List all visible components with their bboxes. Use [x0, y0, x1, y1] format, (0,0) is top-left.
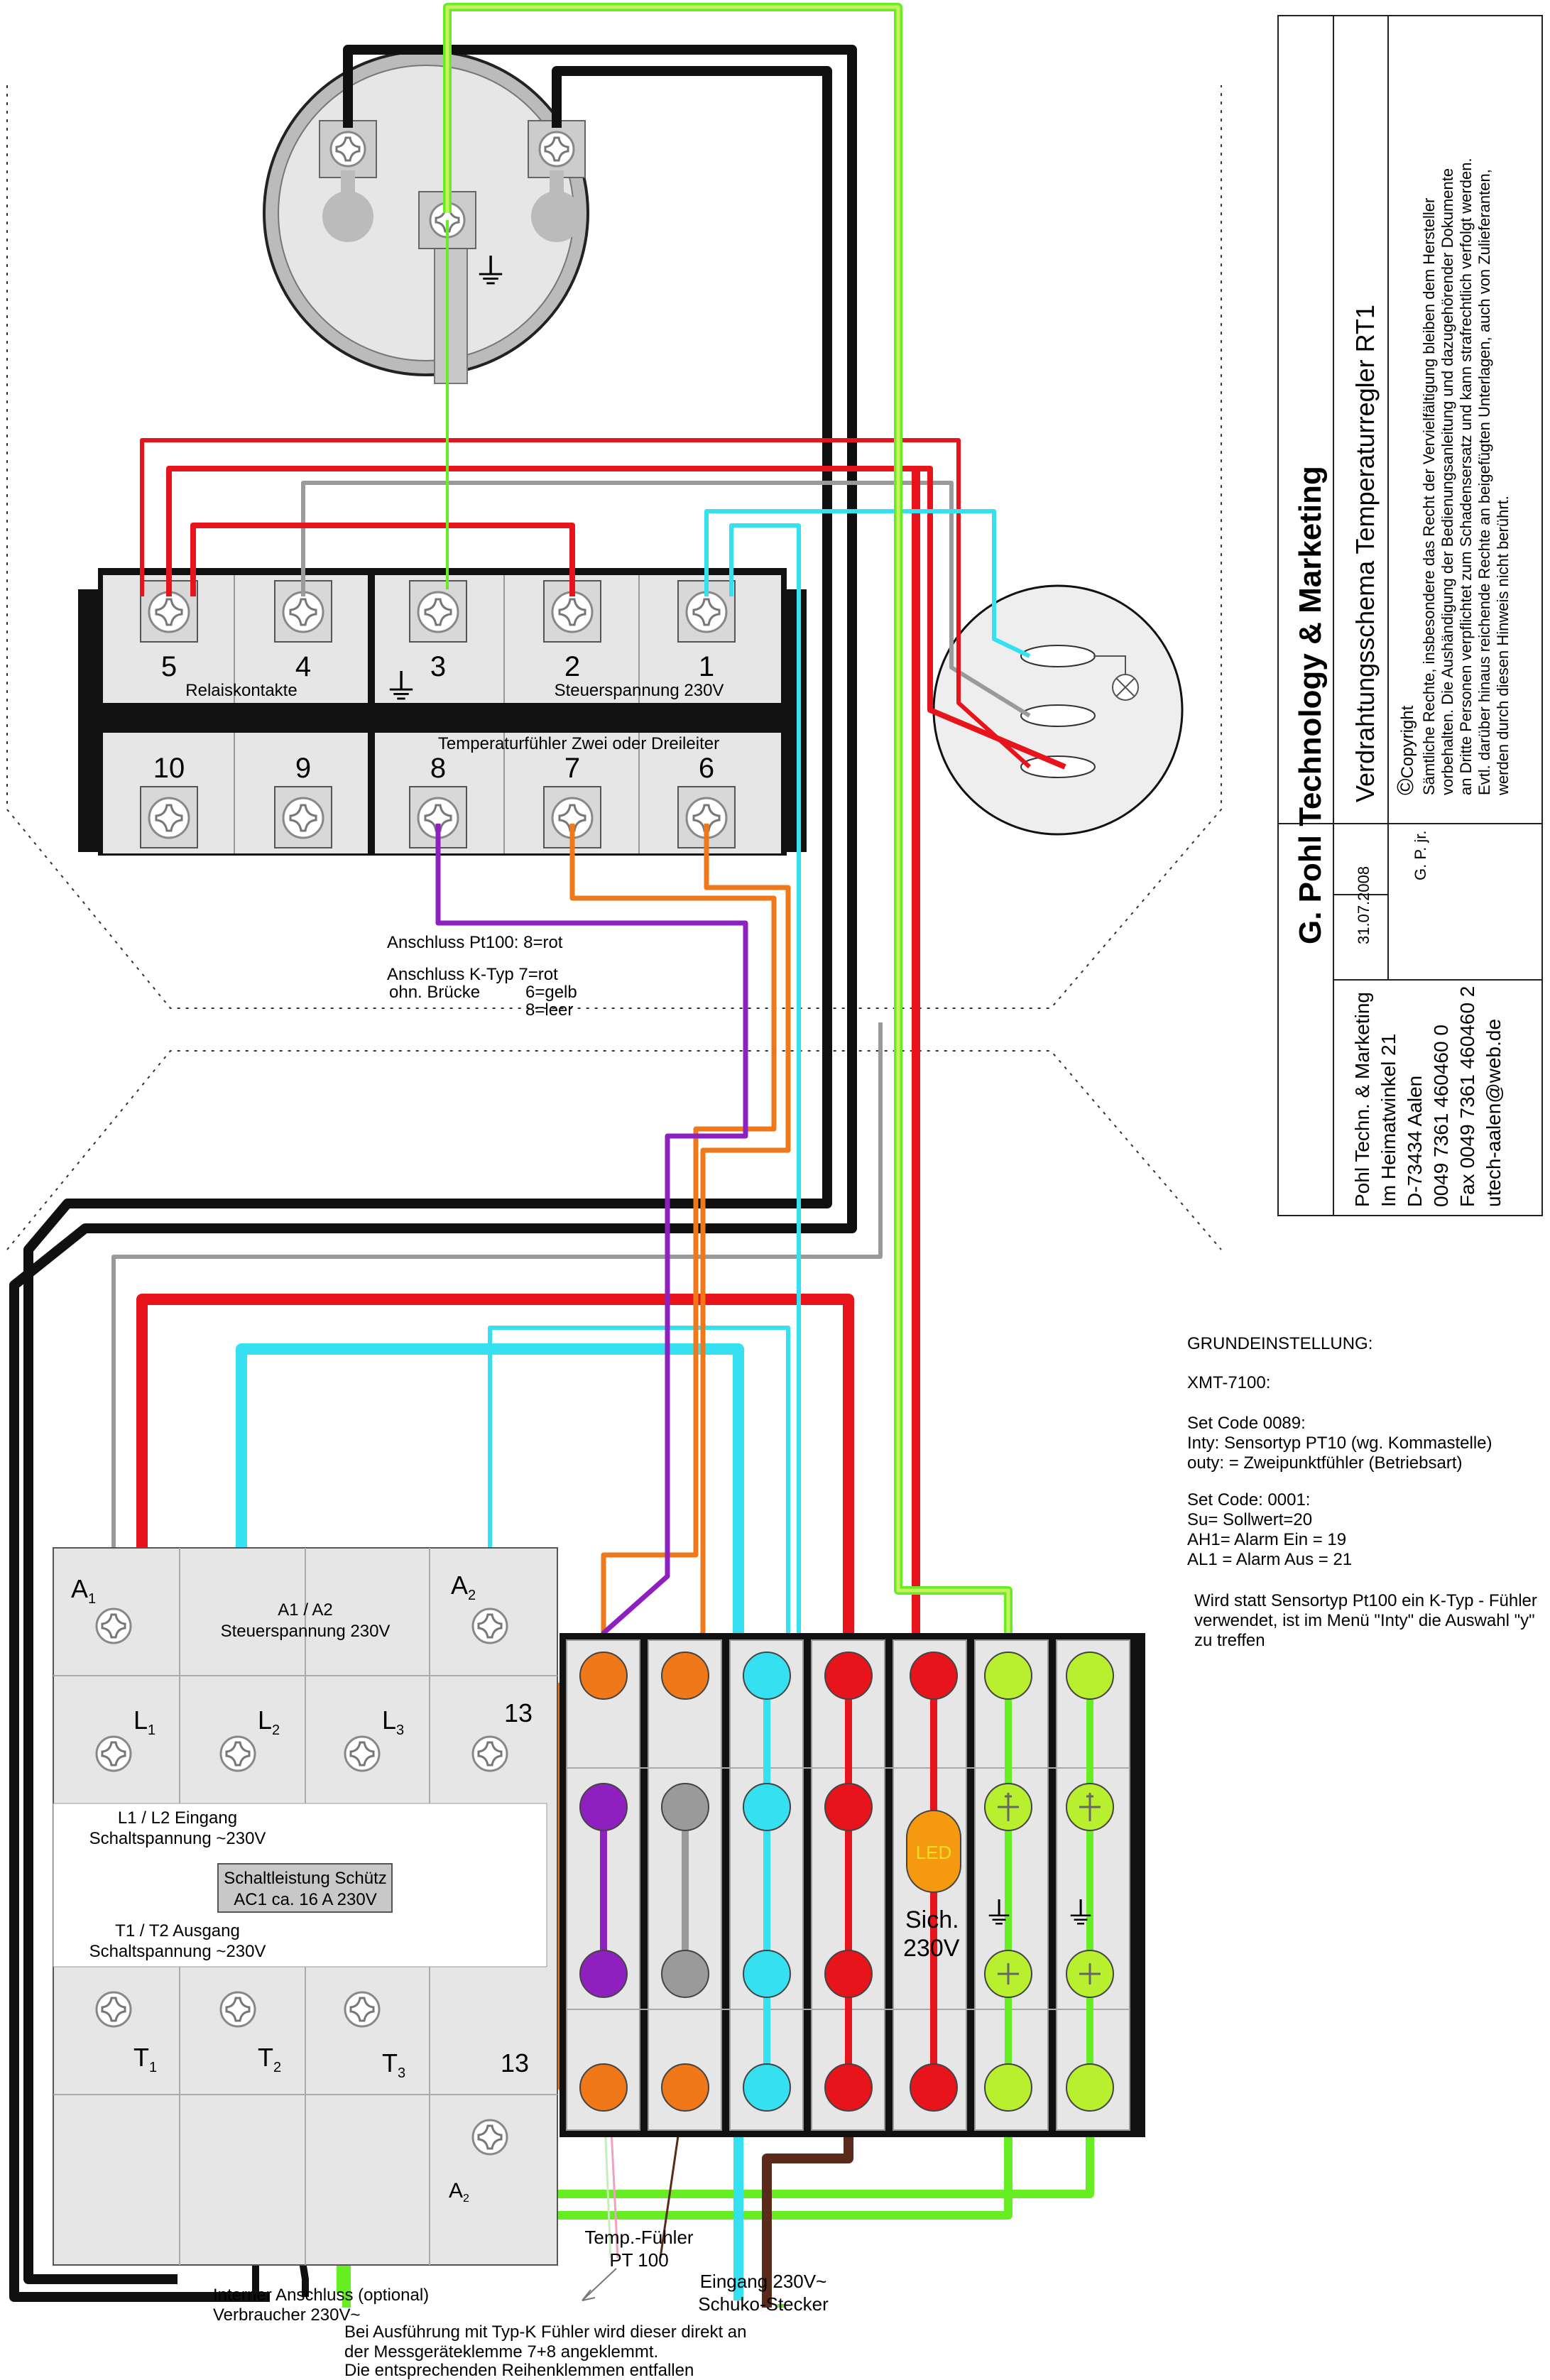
address-line-4: 0049 7361 460460 0 — [1430, 1025, 1452, 1207]
settings-device: XMT-7100: — [1187, 1373, 1270, 1392]
drawing-author: G. P. jr. — [1412, 830, 1429, 880]
k-note-2: der Messgeräteklemme 7+8 angeklemmt. — [344, 2342, 658, 2362]
terminal-9: 9 — [295, 753, 311, 784]
output-voltage: Schaltspannung ~230V — [89, 1942, 266, 1961]
sensor-type-caption: PT 100 — [609, 2249, 668, 2271]
rating-label: Schaltleistung Schütz — [224, 1869, 386, 1888]
section-dividers — [6, 85, 1222, 1250]
settings-heading: GRUNDEINSTELLUNG: — [1187, 1334, 1372, 1353]
sensor-label: Temperaturfühler Zwei oder Dreileiter — [438, 734, 719, 753]
copyright-line-2: vorbehalten. Die Aushändigung der Bedien… — [1439, 168, 1456, 795]
sensor-caption: Temp.-Fühler — [584, 2227, 693, 2248]
input-voltage: Schaltspannung ~230V — [89, 1829, 266, 1848]
terminal-1: 1 — [699, 651, 714, 682]
socket: ⏚ — [263, 50, 589, 384]
copyright-line-1: Sämtliche Rechte, insbesondere das Recht… — [1420, 198, 1438, 795]
address-line-3: D-73434 Aalen — [1404, 1076, 1426, 1207]
contactor: A1 A2 A1 / A2 Steuerspannung 230V L1 L2 … — [53, 1547, 558, 2266]
settings-su: Su= Sollwert=20 — [1187, 1510, 1312, 1529]
note-pt100: Anschluss Pt100: 8=rot — [387, 933, 563, 952]
settings-outy: outy: = Zweipunktfühler (Betriebsart) — [1187, 1453, 1463, 1473]
contactor-l3: L3 — [382, 1705, 404, 1738]
contactor-13-top: 13 — [504, 1698, 533, 1727]
terminal-4: 4 — [295, 651, 311, 682]
copyright-line-3: an Dritte Personen verpflichtet zum Scha… — [1457, 158, 1475, 795]
settings-note-3: zu treffen — [1194, 1631, 1265, 1650]
connection-notes: Anschluss Pt100: 8=rot Anschluss K-Typ 7… — [387, 933, 577, 1020]
note-yellow: 6=gelb — [525, 983, 577, 1002]
copyright-line-4: Evtl. darüber hinaus reichende Rechte an… — [1475, 169, 1493, 795]
contactor-a1: A1 — [71, 1574, 96, 1607]
coil-voltage: Steuerspannung 230V — [221, 1622, 391, 1641]
rating-value: AC1 ca. 16 A 230V — [234, 1890, 376, 1909]
output-label: T1 / T2 Ausgang — [115, 1921, 240, 1940]
copyright-label: ©Copyright — [1392, 705, 1418, 795]
terminal-6: 6 — [699, 753, 714, 784]
coil-label: A1 / A2 — [278, 1600, 332, 1620]
fuse-label: Sich. — [905, 1906, 959, 1933]
copyright-line-5: werden durch diesen Hinweis nicht berühr… — [1494, 496, 1512, 796]
settings-al1: AL1 = Alarm Aus = 21 — [1187, 1550, 1352, 1569]
input-label: L1 / L2 Eingang — [118, 1808, 237, 1828]
internal-caption: Interner Anschluss (optional) — [213, 2286, 429, 2305]
supply-label: Steuerspannung 230V — [555, 681, 724, 700]
settings-ah1: AH1= Alarm Ein = 19 — [1187, 1530, 1346, 1549]
contactor-a2: A2 — [451, 1571, 476, 1603]
settings-inty: Inty: Sensortyp PT10 (wg. Kommastelle) — [1187, 1434, 1492, 1453]
pilot-lamp — [932, 584, 1184, 836]
terminal-10: 10 — [153, 753, 185, 784]
terminal-strip: LED Sich. 230V ⏚ ⏚ — [560, 1633, 1145, 2137]
settings-code1: Set Code 0089: — [1187, 1414, 1306, 1433]
fuse-voltage: 230V — [903, 1935, 960, 1962]
contactor-l1: L1 — [133, 1705, 155, 1738]
k-note-3: Die entsprechenden Reihenklemmen entfall… — [344, 2361, 694, 2380]
address-line-2: Im Heimatwinkel 21 — [1377, 1034, 1399, 1207]
contactor-a-bottom: A2 — [449, 2179, 469, 2205]
contactor-l2: L2 — [258, 1705, 280, 1738]
bottom-labels: Temp.-Fühler PT 100 Eingang 230V~ Schuko… — [213, 2227, 829, 2380]
address-line-1: Pohl Techn. & Marketing — [1351, 992, 1373, 1207]
terminal-8: 8 — [430, 753, 446, 784]
address-line-6: utech-aalen@web.de — [1483, 1019, 1505, 1207]
terminal-3: 3 — [430, 651, 446, 682]
svg-text:⏚: ⏚ — [473, 252, 508, 292]
title-block: G. Pohl Technology & Marketing Verdrahtu… — [1277, 15, 1543, 1216]
strip-earth-symbol-2: ⏚ — [1065, 1896, 1096, 1931]
settings-note-2: verwendet, ist im Menü "Inty" die Auswah… — [1194, 1611, 1535, 1630]
contactor-t1: T1 — [133, 2043, 157, 2075]
settings-block: GRUNDEINSTELLUNG: XMT-7100: Set Code 008… — [1187, 1334, 1537, 1650]
terminal-5: 5 — [161, 651, 177, 682]
consumer-caption: Verbraucher 230V~ — [213, 2305, 360, 2325]
controller: 5 4 3 2 1 10 9 8 7 6 ⏚ Relaiskontakte St… — [78, 568, 807, 856]
address-line-5: Fax 0049 7361 460460 2 — [1456, 986, 1478, 1207]
led-label: LED — [916, 1842, 952, 1863]
note-bridge: ohn. Brücke — [389, 983, 480, 1002]
settings-code2: Set Code: 0001: — [1187, 1490, 1310, 1510]
contactor-t2: T2 — [258, 2043, 281, 2075]
note-empty: 8=leer — [525, 1000, 573, 1020]
k-note-1: Bei Ausführung mit Typ-K Fühler wird die… — [344, 2322, 746, 2342]
terminal-2: 2 — [564, 651, 580, 682]
controller-earth-symbol: ⏚ — [383, 667, 419, 707]
input-caption: Eingang 230V~ — [700, 2271, 827, 2292]
strip-earth-symbol-1: ⏚ — [983, 1896, 1015, 1931]
contactor-t3: T3 — [382, 2048, 405, 2081]
drawing-title: Verdrahtungsschema Temperaturregler RT1 — [1350, 305, 1380, 802]
contactor-13-bottom: 13 — [501, 2048, 529, 2078]
settings-note-1: Wird statt Sensortyp Pt100 ein K-Typ - F… — [1194, 1591, 1537, 1610]
plug-caption: Schuko-Stecker — [698, 2293, 829, 2315]
terminal-7: 7 — [564, 753, 580, 784]
note-ktype: Anschluss K-Typ 7=rot — [387, 965, 558, 984]
drawing-date: 31.07.2008 — [1355, 866, 1372, 944]
relay-label: Relaiskontakte — [185, 681, 297, 700]
company-name: G. Pohl Technology & Marketing — [1293, 466, 1328, 944]
